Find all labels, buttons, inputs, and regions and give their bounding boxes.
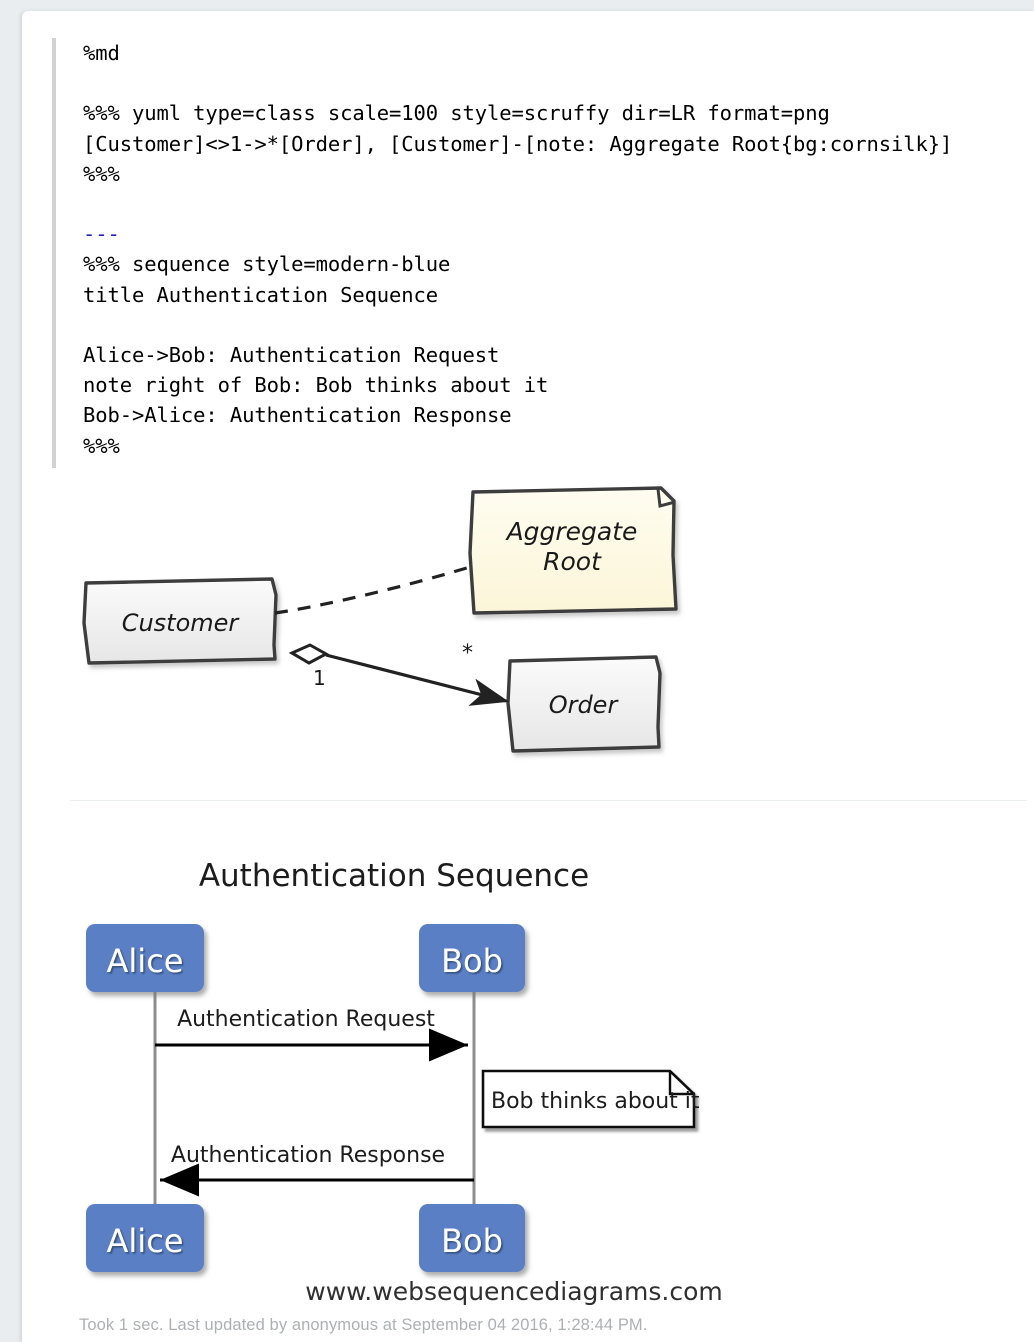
sequence-note-label: Bob thinks about it [491, 1089, 700, 1114]
code-line-sequence-title: title Authentication Sequence [83, 282, 439, 307]
actor-label-alice-top: Alice [107, 942, 184, 980]
actor-label-bob-top: Bob [441, 942, 503, 980]
code-line-note: note right of Bob: Bob thinks about it [83, 373, 549, 398]
sequence-watermark: www.websequencediagrams.com [305, 1277, 722, 1306]
yuml-class-customer-label: Customer [122, 609, 241, 637]
sequence-note-bob-thinks [481, 1069, 696, 1129]
actor-box-alice-bottom: Alice [86, 1204, 204, 1272]
editor-gutter-bar [52, 38, 56, 468]
message-label-authentication-request: Authentication Request [177, 1007, 435, 1032]
sequence-diagram-output: Authentication Sequence Alice Bob Authen… [70, 823, 770, 1313]
code-line-horizontal-rule: --- [83, 222, 120, 247]
sequence-title: Authentication Sequence [199, 858, 589, 894]
yuml-relation-customer-order [288, 643, 510, 706]
actor-box-bob-bottom: Bob [419, 1204, 525, 1272]
yuml-note-label-line2: Root [543, 547, 602, 576]
code-line-yuml-directive: %%% yuml type=class scale=100 style=scru… [83, 101, 830, 126]
code-line-message-1: Alice->Bob: Authentication Request [83, 343, 500, 368]
actor-label-alice-bottom: Alice [107, 1222, 184, 1260]
notebook-paragraph-card: %md %%% yuml type=class scale=100 style=… [22, 11, 1034, 1342]
code-line-yuml-end: %%% [83, 161, 120, 186]
yuml-relation-customer-note [274, 565, 471, 615]
message-authentication-request: Authentication Request [155, 1007, 468, 1062]
code-line-message-2: Bob->Alice: Authentication Response [83, 403, 512, 428]
yuml-class-order [506, 655, 662, 753]
actor-box-alice-top: Alice [86, 924, 204, 992]
output-divider [70, 800, 1027, 801]
yuml-multiplicity-source: 1 [313, 666, 326, 690]
message-label-authentication-response: Authentication Response [171, 1143, 445, 1168]
code-line-sequence-end: %%% [83, 433, 120, 458]
yuml-class-diagram-output: Aggregate Root Customer Order 1 * [70, 473, 770, 793]
yuml-class-order-label: Order [549, 691, 620, 719]
yuml-class-customer [82, 577, 278, 665]
code-line-interpreter: %md [83, 41, 120, 65]
actor-box-bob-top: Bob [419, 924, 525, 992]
code-editor-text[interactable]: %md %%% yuml type=class scale=100 style=… [83, 38, 1008, 461]
yuml-multiplicity-target: * [462, 641, 473, 666]
yuml-note-aggregate-root [468, 486, 678, 615]
yuml-note-label-line1: Aggregate [505, 517, 638, 546]
actor-label-bob-bottom: Bob [441, 1222, 503, 1260]
code-line-yuml-body: [Customer]<>1->*[Order], [Customer]-[not… [83, 131, 953, 156]
code-line-sequence-directive: %%% sequence style=modern-blue [83, 252, 451, 277]
code-editor[interactable]: %md %%% yuml type=class scale=100 style=… [52, 38, 1012, 468]
paragraph-status-footer: Took 1 sec. Last updated by anonymous at… [79, 1316, 648, 1334]
message-authentication-response: Authentication Response [160, 1143, 474, 1197]
